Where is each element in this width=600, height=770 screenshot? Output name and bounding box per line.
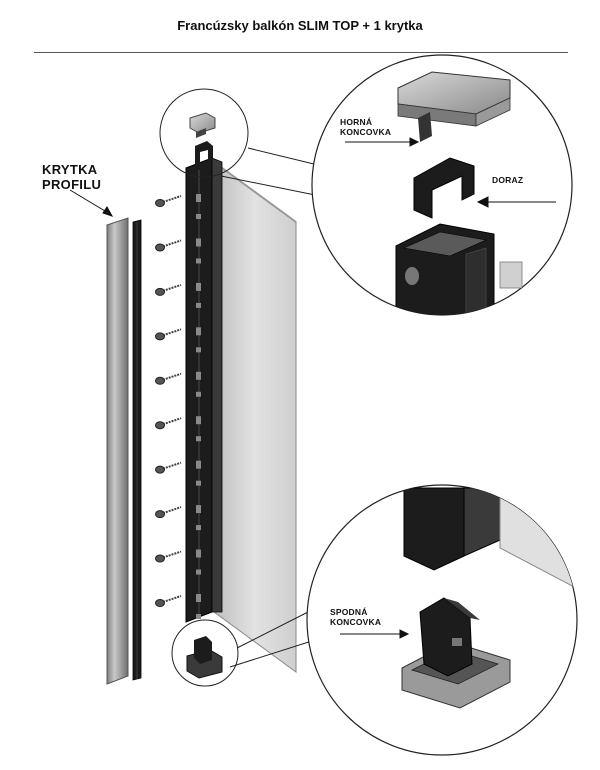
label-stop: DORAZ bbox=[492, 175, 524, 186]
stop-bracket-small bbox=[195, 141, 213, 166]
main-post-profile bbox=[185, 157, 223, 623]
screw bbox=[155, 328, 182, 341]
screw bbox=[155, 550, 182, 563]
label-pointers bbox=[69, 137, 556, 639]
connector-line-bottom-2 bbox=[229, 639, 316, 668]
label-top-end-line2: KONCOVKA bbox=[340, 126, 392, 137]
bottom-end-cap-large bbox=[401, 597, 511, 709]
label-stop-text: DORAZ bbox=[492, 175, 524, 185]
screw bbox=[155, 595, 182, 607]
top-end-cap-large bbox=[397, 71, 511, 142]
stop-bracket-large bbox=[413, 157, 475, 219]
connector-line-top bbox=[247, 147, 319, 166]
bottom-end-cap-small bbox=[186, 636, 223, 679]
screw bbox=[155, 417, 182, 430]
post-slot bbox=[196, 614, 201, 619]
post-slot bbox=[196, 347, 201, 353]
post-slot bbox=[196, 525, 201, 531]
post-slot bbox=[196, 194, 201, 202]
label-bottom-end-line1: SPODNÁ bbox=[330, 607, 368, 617]
post-slot bbox=[196, 416, 201, 425]
cover-seal-strip bbox=[132, 219, 142, 681]
connector-line-bottom bbox=[236, 609, 313, 649]
post-slot bbox=[196, 460, 201, 469]
label-profile-cover: KRYTKA PROFILU bbox=[42, 162, 102, 193]
post-slot bbox=[196, 480, 201, 486]
post-slot bbox=[196, 371, 201, 380]
connector-line-top-2 bbox=[220, 175, 321, 197]
post-slot bbox=[196, 238, 201, 247]
post-slot bbox=[196, 549, 201, 558]
title-divider bbox=[34, 52, 568, 53]
screw-set bbox=[155, 195, 182, 607]
top-end-cap-small bbox=[189, 112, 216, 138]
detail-circle-bottom-small bbox=[171, 619, 239, 687]
label-top-end-line1: HORNÁ bbox=[340, 117, 373, 127]
detail-circle-top-small bbox=[159, 88, 249, 178]
post-slot bbox=[196, 282, 201, 291]
label-top-end-cap: HORNÁ KONCOVKA bbox=[340, 117, 392, 138]
post-slot bbox=[196, 505, 201, 514]
screw bbox=[155, 239, 182, 252]
post-slot bbox=[196, 569, 201, 575]
post-slot bbox=[196, 302, 201, 308]
post-slot bbox=[196, 436, 201, 442]
screw bbox=[155, 506, 182, 519]
profile-cover bbox=[106, 217, 129, 685]
detail-circle-top bbox=[311, 54, 573, 316]
page-title: Francúzsky balkón SLIM TOP + 1 krytka bbox=[177, 18, 423, 33]
screw bbox=[155, 372, 182, 385]
post-top-section bbox=[395, 223, 523, 315]
post-slot bbox=[196, 594, 201, 602]
glass-panel bbox=[213, 161, 297, 673]
post-slot bbox=[196, 258, 201, 264]
post-slot bbox=[196, 391, 201, 397]
post-slot bbox=[196, 214, 201, 219]
label-profile-cover-line1: KRYTKA bbox=[42, 162, 98, 177]
screw bbox=[155, 461, 182, 474]
label-bottom-end-cap: SPODNÁ KONCOVKA bbox=[330, 607, 382, 628]
detail-circle-bottom bbox=[306, 484, 578, 756]
post-slot bbox=[196, 327, 201, 336]
screw bbox=[155, 195, 182, 207]
label-profile-cover-line2: PROFILU bbox=[42, 176, 102, 192]
screw bbox=[155, 283, 182, 296]
label-bottom-end-line2: KONCOVKA bbox=[330, 616, 382, 627]
